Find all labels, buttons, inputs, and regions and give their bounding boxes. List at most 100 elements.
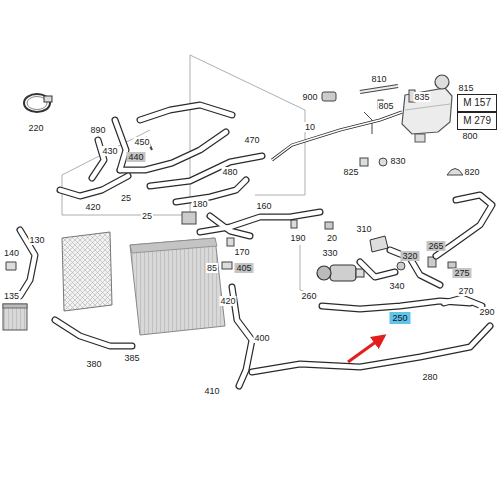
callout-number: 330	[321, 248, 338, 258]
water-pump-part	[370, 236, 388, 252]
small-parts-part	[397, 262, 405, 270]
expansion-tank	[402, 75, 452, 142]
pointer-arrow	[348, 336, 384, 362]
water-pump-part	[330, 265, 356, 281]
engine-code: M 279	[457, 112, 497, 130]
small-parts-part	[291, 220, 297, 228]
callout-number: 160	[255, 201, 272, 211]
heater-core-part	[3, 304, 27, 330]
callout-number: 410	[203, 386, 220, 396]
callout-number: 25	[120, 193, 132, 203]
small-parts	[6, 86, 463, 270]
radiator-part	[130, 238, 217, 253]
callout-number: 25	[141, 211, 153, 221]
callout-number: 270	[457, 286, 474, 296]
callout-number: 430	[101, 146, 118, 156]
heater-core	[3, 304, 27, 330]
callout-number: 900	[301, 92, 318, 102]
callout-number: 820	[463, 167, 480, 177]
engine-code: M 157	[457, 94, 497, 112]
coolant-hoses-part	[55, 320, 132, 346]
callout-number: 310	[355, 224, 372, 234]
small-parts-part	[360, 86, 398, 92]
coolant-hoses-part	[120, 132, 226, 170]
small-parts-part	[6, 262, 16, 270]
callout-number: 190	[289, 233, 306, 243]
callout-number: 890	[89, 125, 106, 135]
callout-number: 825	[342, 167, 359, 177]
coolant-hoses-part	[390, 250, 440, 285]
water-pump-part	[317, 266, 331, 280]
coolant-hoses-part	[390, 250, 440, 285]
callout-number: 135	[3, 291, 20, 301]
small-parts-part	[360, 158, 368, 166]
coolant-hoses-part	[360, 262, 395, 277]
callout-number: 250	[389, 312, 410, 324]
coolant-hoses-part	[115, 120, 126, 170]
callout-number: 800	[461, 131, 478, 141]
coolant-hoses-part	[210, 216, 250, 236]
small-parts-part	[379, 158, 387, 166]
coolant-hoses-part	[252, 326, 490, 372]
callout-number: 140	[3, 248, 20, 258]
callout-number: 85	[206, 263, 218, 273]
callout-number: 130	[28, 235, 45, 245]
expansion-tank-part	[405, 104, 450, 110]
callout-number: 810	[370, 74, 387, 84]
frame-lines-part	[300, 245, 318, 296]
coolant-hoses	[20, 105, 492, 386]
callout-number: 220	[27, 123, 44, 133]
callout-number: 265	[426, 241, 445, 251]
coolant-hoses-part	[55, 320, 132, 346]
callout-number: 340	[388, 281, 405, 291]
callout-number: 405	[234, 263, 253, 273]
callout-number: 385	[123, 353, 140, 363]
coolant-hoses-part	[120, 132, 226, 170]
callout-number: 20	[326, 233, 338, 243]
small-parts-part	[222, 262, 232, 269]
callout-number: 830	[389, 156, 406, 166]
water-pump-part	[356, 269, 364, 277]
small-parts-part	[325, 222, 333, 229]
hose-clamp-part	[44, 96, 52, 102]
coolant-hoses-part	[444, 298, 482, 306]
callout-number: 180	[191, 199, 208, 209]
callout-number: 480	[221, 167, 238, 177]
callout-number: 420	[84, 202, 101, 212]
callout-number: 275	[452, 268, 471, 278]
callout-number: 400	[253, 333, 270, 343]
callout-number: 10	[304, 122, 316, 132]
coolant-hoses-part	[140, 105, 232, 120]
callout-number: 320	[400, 251, 419, 261]
heater-core-part	[3, 304, 27, 308]
coolant-hoses-part	[272, 112, 402, 160]
small-parts-part	[322, 92, 336, 101]
small-parts-part	[227, 238, 234, 246]
radiator-part	[130, 238, 225, 335]
callout-number: 420	[219, 296, 236, 306]
small-parts-part	[182, 212, 196, 224]
frame-lines-part	[62, 55, 190, 215]
expansion-tank-part	[415, 134, 425, 142]
callout-number: 440	[126, 152, 145, 162]
callout-number: 805	[377, 101, 394, 111]
small-parts-part	[447, 169, 463, 176]
callout-number: 280	[421, 372, 438, 382]
coolant-hoses-part	[360, 262, 395, 277]
callout-number: 380	[85, 359, 102, 369]
callout-number: 835	[413, 92, 430, 102]
radiator	[130, 238, 225, 335]
frame-lines-part	[255, 195, 305, 196]
condenser-part	[62, 232, 112, 311]
condenser	[62, 232, 112, 311]
expansion-tank-part	[435, 75, 449, 89]
coolant-hoses-part	[252, 326, 490, 372]
pointer-arrow-part	[348, 336, 384, 362]
coolant-hoses-part	[140, 105, 232, 120]
hose-clamp	[24, 94, 52, 112]
callout-number: 470	[243, 135, 260, 145]
callout-number: 815	[457, 83, 474, 93]
coolant-hoses-part	[115, 120, 126, 170]
coolant-hoses-part	[272, 112, 402, 160]
coolant-hoses-part	[176, 180, 246, 202]
